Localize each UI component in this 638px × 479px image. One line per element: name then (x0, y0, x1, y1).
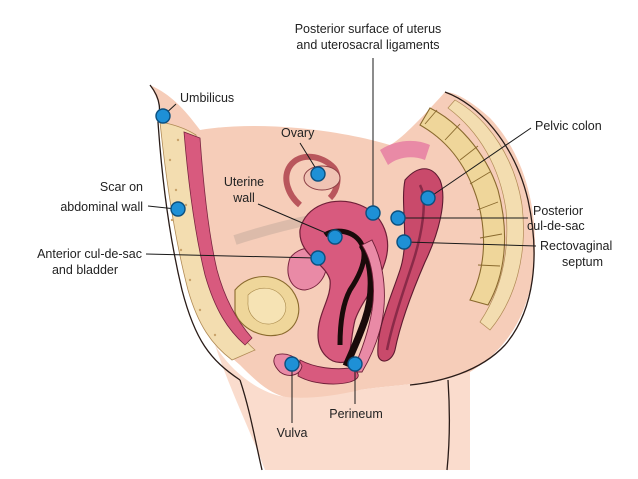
marker-umbilicus (156, 109, 170, 123)
label-rectovaginal-line2: septum (562, 255, 603, 269)
marker-perineum (348, 357, 362, 371)
label-rectovaginal-line1: Rectovaginal (540, 239, 612, 253)
marker-posterior-culdesac (391, 211, 405, 225)
label-scar-line2: abdominal wall (60, 200, 143, 214)
marker-posterior-surface (366, 206, 380, 220)
marker-vulva (285, 357, 299, 371)
label-posterior-culdesac-line2: cul-de-sac (527, 219, 585, 233)
marker-uterine-wall (328, 230, 342, 244)
marker-scar (171, 202, 185, 216)
label-ovary: Ovary (281, 126, 315, 140)
marker-rectovaginal (397, 235, 411, 249)
label-pelvic-colon: Pelvic colon (535, 119, 602, 133)
marker-pelvic-colon (421, 191, 435, 205)
marker-anterior-culdesac (311, 251, 325, 265)
label-uterine-wall-line1: Uterine (224, 175, 264, 189)
label-posterior-surface-line1: Posterior surface of uterus (295, 22, 442, 36)
label-posterior-surface-line2: and uterosacral ligaments (296, 38, 439, 52)
label-perineum: Perineum (329, 407, 383, 421)
marker-ovary (311, 167, 325, 181)
label-umbilicus: Umbilicus (180, 91, 234, 105)
label-anterior-culdesac-line2: and bladder (52, 263, 118, 277)
label-posterior-culdesac-line1: Posterior (533, 204, 583, 218)
label-uterine-wall-line2: wall (232, 191, 255, 205)
label-anterior-culdesac-line1: Anterior cul-de-sac (37, 247, 142, 261)
label-scar-line1: Scar on (100, 180, 143, 194)
label-vulva: Vulva (277, 426, 308, 440)
